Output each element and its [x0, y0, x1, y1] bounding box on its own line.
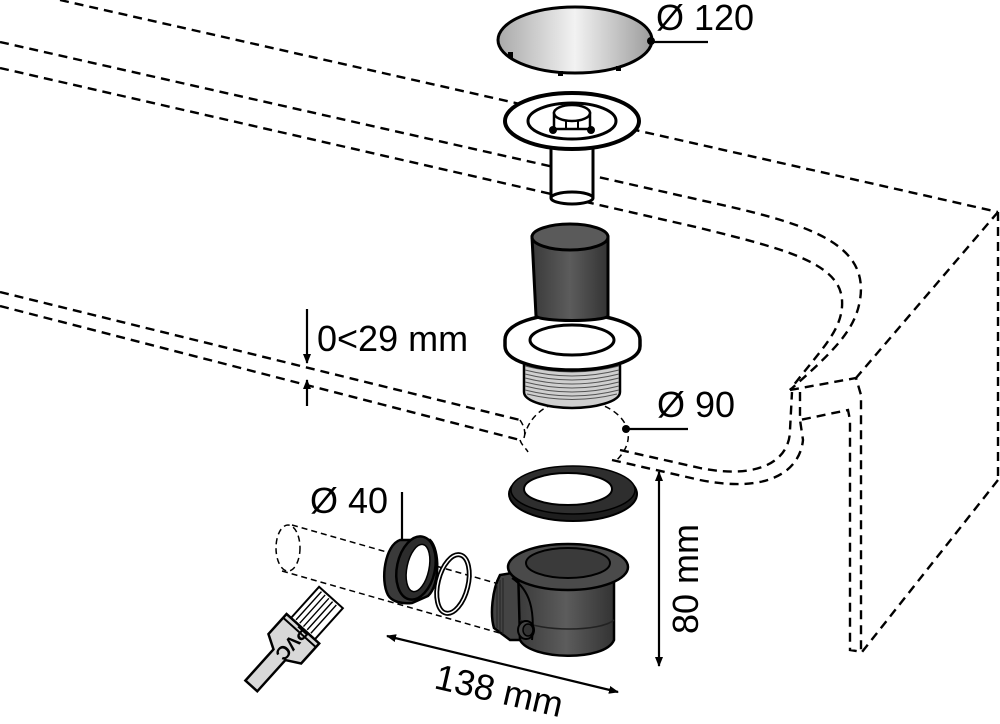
- trap-length-label: 138 mm: [431, 656, 567, 724]
- cover-tab: [558, 71, 563, 76]
- trap-height-dimension: 80 mm: [655, 471, 706, 667]
- standpipe: [530, 235, 610, 322]
- drain-hole-outline: [523, 399, 630, 463]
- trap-plug-inner: [522, 623, 534, 637]
- tray-bottom-diagonal: [861, 479, 999, 653]
- pipe-diameter-label: Ø 40: [310, 480, 388, 521]
- tray-curve-upper: [619, 391, 794, 473]
- outlet-thread-lines: [496, 578, 504, 634]
- o-ring-highlight: [435, 553, 471, 615]
- length-arrow: [386, 634, 619, 694]
- cover-diameter-label: Ø 120: [656, 0, 754, 38]
- cover-tab: [616, 66, 621, 71]
- drain-flange-inner: [528, 323, 616, 357]
- pipe-end: [275, 524, 301, 572]
- tray-corner-diagonal: [855, 211, 999, 379]
- tray-rim-inner: [0, 66, 844, 391]
- nut-hole: [405, 543, 431, 593]
- tray-front-leg-inner: [798, 392, 863, 654]
- hole-dimension: Ø 90: [622, 384, 735, 433]
- pvc-pipe: [275, 524, 521, 637]
- shower-tray-outline: [0, 0, 1000, 654]
- trap-height-label: 80 mm: [665, 524, 706, 634]
- washer-hole: [523, 472, 613, 506]
- strainer-knob: [587, 126, 595, 134]
- tray-rim-outer: [0, 40, 863, 391]
- cover-disc: [496, 5, 654, 75]
- sealing-washer: [508, 465, 638, 522]
- drain-cover: Ø 120: [496, 0, 754, 76]
- trap-body: [490, 542, 630, 657]
- tray-curve-lower: [611, 419, 805, 486]
- strainer-cap-top: [552, 103, 592, 123]
- hole-diameter-label: Ø 90: [657, 384, 735, 425]
- cover-tab: [508, 52, 513, 58]
- compression-nut: Ø 40: [310, 480, 439, 605]
- strainer-knob: [549, 126, 557, 134]
- tray-front-leg-outer: [789, 376, 863, 652]
- brush-ferrule-line: [282, 616, 317, 648]
- bristle-lines: [295, 591, 337, 634]
- drain-hole-edge: [519, 419, 529, 453]
- o-ring: [434, 552, 472, 616]
- tray-thickness-label: 0<29 mm: [317, 318, 468, 359]
- tray-thickness-dimension: 0<29 mm: [303, 309, 468, 406]
- thread-lines: [524, 365, 620, 400]
- strainer-tube-bottom: [549, 190, 595, 206]
- trap-flange-inner: [525, 547, 611, 579]
- strainer: [503, 91, 641, 206]
- drain-body: [503, 222, 642, 410]
- standpipe-top: [530, 222, 610, 252]
- pvc-glue-brush: PVC: [243, 585, 345, 694]
